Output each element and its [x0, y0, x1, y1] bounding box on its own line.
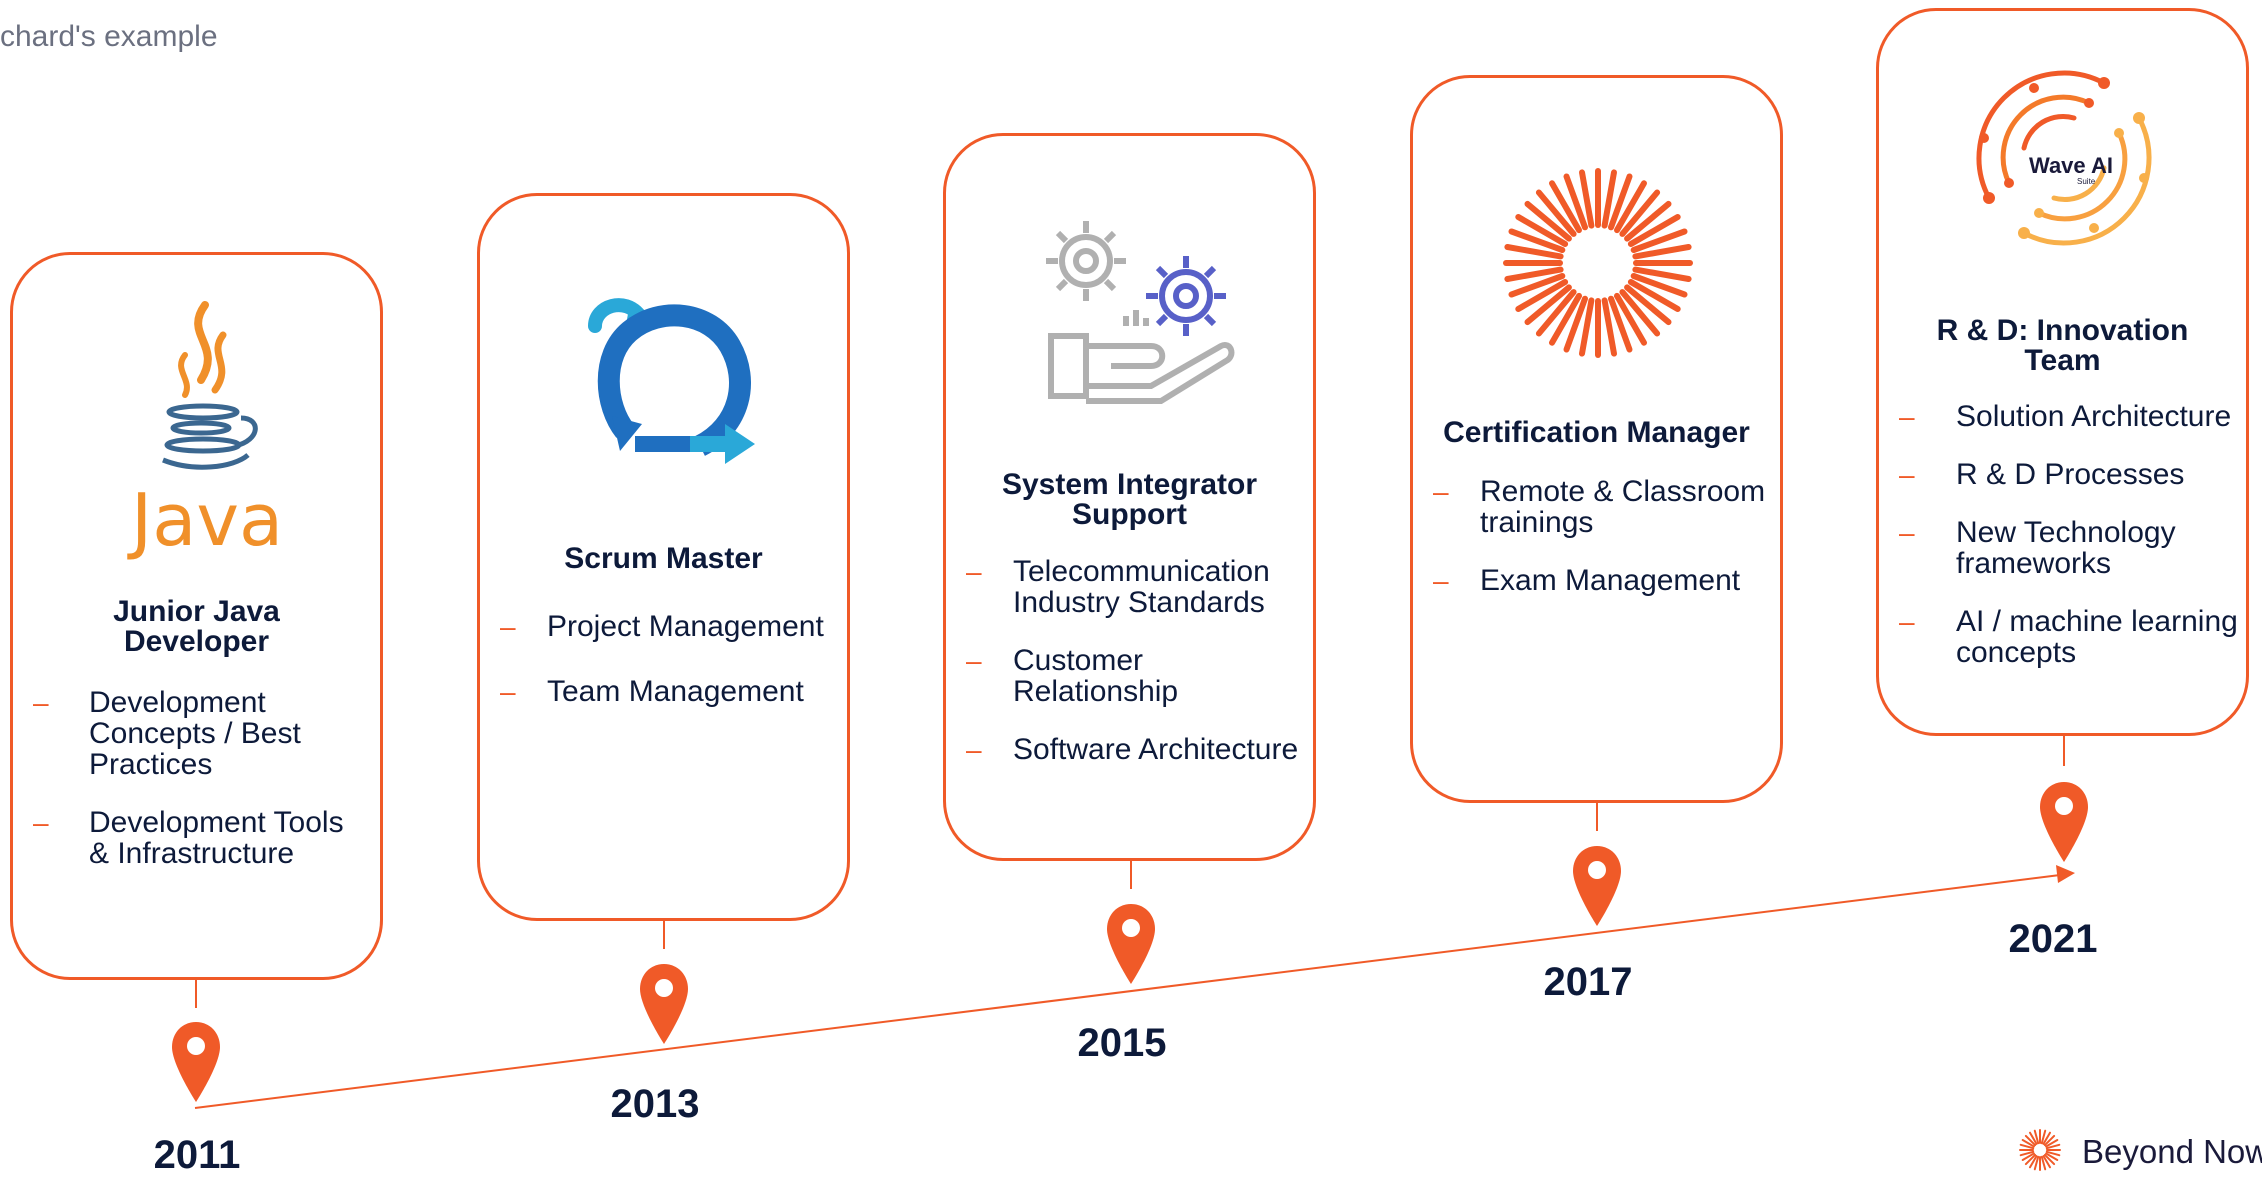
milestone-title: R & D: Innovation Team — [1936, 314, 2189, 377]
scrum-cycle-icon — [588, 298, 755, 464]
wave-ai-logo-subtext: Suite — [2077, 177, 2096, 186]
milestone-card-2017: Certification Manager –Remote & Classroo… — [1410, 75, 1783, 803]
wave-ai-logo-text: Wave AI — [2029, 153, 2113, 178]
dash-icon: – — [33, 807, 49, 838]
location-pin-icon — [1573, 846, 1621, 926]
dash-icon: – — [1899, 459, 1915, 490]
bullet-item: –Software Architecture — [966, 733, 1299, 766]
year-label: 2021 — [2008, 917, 2098, 961]
milestone-bullets: –Solution Architecture –R & D Processes … — [1899, 401, 2239, 695]
dash-icon: – — [1899, 401, 1915, 432]
bullet-item: –Exam Management — [1433, 564, 1741, 597]
dash-icon: – — [1433, 565, 1449, 596]
location-pin-icon — [172, 1022, 220, 1102]
milestone-title: System Integrator Support — [1001, 468, 1258, 531]
milestone-card-2011: Java Junior Java Developer –Development … — [10, 252, 383, 980]
dash-icon: – — [500, 611, 516, 642]
milestone-bullets: –Project Management –Team Management — [500, 608, 840, 738]
bullet-item: –Development Concepts / Best Practices — [33, 686, 301, 781]
gear-hand-icon — [1046, 221, 1235, 404]
bullet-item: –Solution Architecture — [1899, 400, 2232, 433]
bullet-item: –New Technology frameworks — [1899, 516, 2176, 580]
connector-stem — [663, 921, 665, 949]
year-label: 2011 — [153, 1133, 241, 1177]
bullet-item: –Customer Relationship — [966, 644, 1179, 708]
location-pin-icon — [1107, 904, 1155, 984]
bullet-item: –Remote & Classroom trainings — [1433, 475, 1766, 539]
milestone-bullets: –Remote & Classroom trainings –Exam Mana… — [1433, 476, 1773, 623]
bullet-item: –R & D Processes — [1899, 458, 2185, 491]
dash-icon: – — [966, 734, 982, 765]
milestone-bullets: –Telecommunication Industry Standards –C… — [966, 556, 1306, 792]
java-logo: Java — [123, 300, 283, 562]
location-pin-icon — [640, 964, 688, 1044]
year-label: 2015 — [1077, 1021, 1167, 1065]
dash-icon: – — [500, 676, 516, 707]
bullet-item: –AI / machine learning concepts — [1899, 605, 2238, 669]
wave-ai-logo — [1976, 70, 2152, 246]
year-label: 2017 — [1543, 960, 1633, 1004]
year-label: 2013 — [610, 1082, 700, 1126]
bullet-item: –Development Tools & Infrastructure — [33, 806, 344, 870]
sunburst-icon — [1503, 168, 1693, 358]
milestone-card-2021: Wave AI Suite R & D: Innovation Team –So… — [1876, 8, 2249, 736]
connector-stem — [1130, 861, 1132, 889]
dash-icon: – — [966, 556, 982, 587]
dash-icon: – — [1433, 476, 1449, 507]
connector-stem — [195, 980, 197, 1008]
java-logo-text: Java — [131, 478, 284, 562]
milestone-title: Junior Java Developer — [113, 595, 280, 658]
connector-stem — [2063, 736, 2065, 766]
milestone-title: Certification Manager — [1443, 416, 1750, 449]
connector-stem — [1596, 803, 1598, 831]
milestone-title: Scrum Master — [564, 542, 763, 575]
milestone-card-2013: Scrum Master –Project Management –Team M… — [477, 193, 850, 921]
brand-name: Beyond Now — [2082, 1133, 2262, 1170]
dash-icon: – — [33, 687, 49, 718]
milestone-bullets: –Development Concepts / Best Practices –… — [33, 687, 363, 896]
coffee-cup-icon — [162, 301, 258, 470]
bullet-item: –Telecommunication Industry Standards — [966, 555, 1270, 619]
milestone-card-2015: System Integrator Support –Telecommunica… — [943, 133, 1316, 861]
page-title: chard's example — [0, 20, 218, 53]
beyond-now-logo-icon — [2019, 1129, 2061, 1171]
bullet-item: –Team Management — [500, 673, 840, 711]
dash-icon: – — [966, 645, 982, 676]
dash-icon: – — [1899, 517, 1915, 548]
dash-icon: – — [1899, 606, 1915, 637]
bullet-item: –Project Management — [500, 608, 840, 646]
location-pin-icon — [2040, 782, 2088, 862]
